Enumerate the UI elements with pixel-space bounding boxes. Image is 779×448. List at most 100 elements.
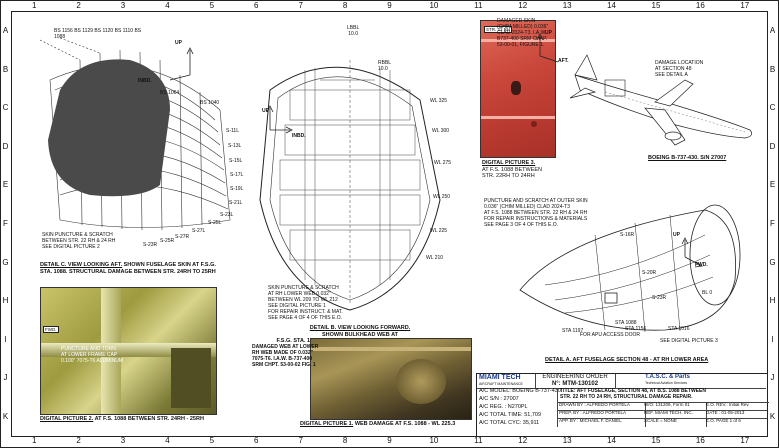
column-number: 13 [562,436,572,445]
digital-picture-2-photo: FWD. PUNCTURE AND TORN AT LOWER FRAME CA… [40,287,217,415]
column-number: 8 [342,1,348,10]
row-letter: K [769,411,776,421]
station-label: BS 1088 [54,28,142,40]
column-number: 17 [740,1,750,10]
aircraft-callout: DAMAGE LOCATION AT SECTION 48 SEE DETAIL… [655,60,704,78]
detail-a-label: STA 1016 [668,326,690,332]
up-arrow-label: UP [673,232,680,238]
detail-c-drawing [39,37,231,231]
row-letter: C [2,103,9,113]
eo-title: ENGINEERING ORDER [542,374,608,380]
column-number: 8 [342,436,348,445]
detail-c-caption: DETAIL C. VIEW LOOKING AFT. SHOWN FUSELA… [40,262,250,275]
station-label: BS 1156 [54,28,73,34]
row-letter: A [2,26,9,36]
caption-text: SHOWN FUSELAGE SKIN AT F.S.G. STA. 1088.… [40,262,216,275]
detail-a-label: STA 1197 [562,328,584,334]
stringer-label: S-13L [228,143,242,149]
column-number: 13 [562,1,572,10]
column-number: 3 [120,436,126,445]
stringer-label: S-25L [208,220,222,226]
caption-text: AT F.S. 1088 BETWEEN STR. 24RH - 25RH [94,416,204,422]
eo-date: DATE : 01-05-2013 [705,410,767,419]
ac-model: A/C MODEL: BOEING B-737-430 [479,388,561,394]
company-logo: MIAMI TECH AIRCRAFT MAINTENANCE [477,374,536,389]
station-label: BS 1110 [114,28,134,34]
partner-name: T.A.S.C. & Parts [645,374,691,380]
row-letter: I [4,334,7,344]
column-number: 15 [651,1,661,10]
caption-title: DETAIL C. VIEW LOOKING AFT. [40,262,123,268]
stringer-label: S-21L [229,200,243,206]
wl-label: WL 325 [430,98,448,104]
row-letter: H [769,296,776,306]
column-number: 1 [31,436,37,445]
stringer-label: S-23R [143,242,158,248]
partner-subtitle: Technical Aviation Services [645,381,688,385]
row-letter: F [3,219,8,228]
up-arrow-label: UP [262,108,269,114]
aircraft-drawing [569,54,752,146]
column-number: 14 [607,1,616,10]
stringer-label: S-11L [226,128,239,134]
column-number: 7 [298,436,303,445]
column-number: 15 [651,436,661,445]
aircraft-caption: BOEING B-737-430. S/N 27007 [648,155,726,162]
apu-access-door: FOR APU ACCESS DOOR [580,332,641,338]
reference: REF. MIAMI TECH. INC. [643,410,707,419]
rbbl-label: RBBL 10.0 [378,60,392,72]
row-letter: E [2,180,9,190]
row-letter: D [769,141,776,151]
ac-total-time: A/C TOTAL TIME: 51,709 [479,412,542,418]
dp1-callout: DAMAGED WEB AT LOWER RH WEB MADE OF 0.03… [252,344,319,368]
scale: SCALE = NONE [643,418,707,427]
station-label: BS 1129 [74,28,94,34]
column-number: 12 [518,1,528,10]
caption-title: BOEING B-737-430. S/N 27007 [648,155,727,161]
column-number: 10 [429,1,439,10]
station-label: BS 1040 [200,100,220,106]
column-number: 6 [254,1,259,10]
prepared-by: PREP. BY : ALFREDO PORTELA [557,410,646,419]
dp1-caption: DIGITAL PICTURE 1. WEB DAMAGE AT F.S. 10… [300,421,455,428]
stringer-label: S-27R [175,234,190,240]
eo-title-text: TITLE: AFT FUSELAGE, SECTION 48, AT B.S.… [557,388,769,403]
row-letter: H [2,296,9,306]
row-letter: F [770,219,775,228]
company-name: MIAMI TECH [479,374,521,381]
digital-picture-3-photo: STR. 23 RH [480,20,556,158]
station-label: BS 1064 [160,90,180,96]
detail-a-label: STA 1088 [615,320,637,326]
row-letter: I [771,334,774,344]
ac-registration: A/C REG. : N270PL [479,404,528,410]
row-letter: E [769,180,776,190]
detail-a-note: PUNCTURE AND SCRATCH AT OUTER SKIN 0.036… [484,198,588,228]
lbbl-label: LBBL 10.0 [347,25,360,37]
wl-label: WL 250 [433,194,451,200]
fwd-arrow-label: FWD. [695,262,708,268]
row-letter: J [3,373,8,383]
approved-by: APP. BY : MICHAEL F. DANIEL [557,418,646,427]
dp2-caption: DIGITAL PICTURE 2. AT F.S. 1088 BETWEEN … [40,416,204,423]
column-number: 16 [695,436,705,445]
column-number: 11 [474,1,483,10]
column-number: 9 [387,436,392,445]
column-number: 10 [429,436,439,445]
column-number: 16 [695,1,705,10]
eo-revision: E.O. REV.: Initial Rev. [705,402,767,411]
detail-a-label: S-16R [620,232,635,238]
up-arrow-label: UP [545,30,552,36]
dp3-caption: DIGITAL PICTURE 3.AT F.S. 1088 BETWEEN S… [482,160,542,180]
column-number: 17 [740,436,750,445]
dp2-callout: PUNCTURE AND TORN AT LOWER FRAME CAP 0.1… [61,346,124,364]
column-number: 2 [76,436,81,445]
column-number: 4 [165,436,170,445]
row-letter: C [769,103,776,113]
stringer-label: S-23L [220,212,234,218]
caption-text: AT F.S. 1088 BETWEEN STR. 22RH TO 24RH [482,166,543,180]
aft-arrow-label: AFT. [558,58,569,64]
wl-label: WL 300 [432,128,450,134]
ac-serial: A/C S/N : 27007 [479,396,519,402]
dp3-axis-arrows [536,33,559,63]
